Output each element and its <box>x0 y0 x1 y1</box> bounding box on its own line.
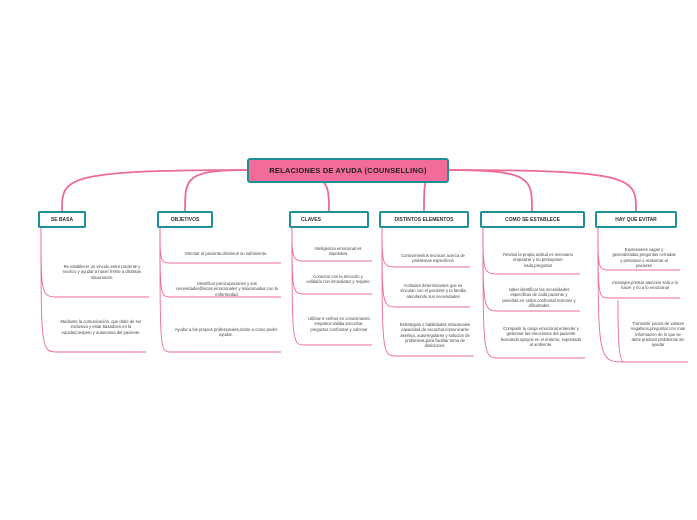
leaf-claves-3[interactable]: Utilizar 5 verbos en conocimiento empati… <box>308 316 370 332</box>
leaf-establece-2[interactable]: saber identificar las necesidades especi… <box>502 287 576 308</box>
leaf-elementos-2[interactable]: Actitudes determinantes que se vinculan … <box>400 283 466 299</box>
branch-objetivos[interactable]: OBJETIVOS <box>157 211 213 228</box>
leaf-evitar-2[interactable]: mensajes,prestar atencion sola a lo hace… <box>612 280 678 291</box>
branch-como-se-establece[interactable]: COMO SE ESTABLECE <box>480 211 585 228</box>
leaf-connector-hay-que-evitar-3 <box>597 227 688 363</box>
leaf-objetivos-2[interactable]: Identificar preocupaciones y sus necesid… <box>176 281 278 297</box>
leaf-connector-como-se-establece-3 <box>482 227 585 359</box>
leaf-evitar-1[interactable]: Expresiones vagas y generalizadas,pregun… <box>612 247 676 268</box>
connector-objetivos <box>184 169 250 212</box>
branch-distintos-elementos[interactable]: DISTINTOS ELEMENTOS <box>379 211 469 228</box>
leaf-connector-claves-3 <box>291 227 372 346</box>
leaf-evitar-3[interactable]: Transmitir juicios de valores negativos,… <box>630 321 685 348</box>
leaf-establece-3[interactable]: Compartir la carga emocional,entender y … <box>500 326 582 347</box>
root-topic[interactable]: RELACIONES DE AYUDA (COUNSELLING) <box>247 158 449 183</box>
leaf-elementos-3[interactable]: Estrategias o habilidades relacionales c… <box>399 322 471 349</box>
leaf-connector-distintos-elementos-3 <box>381 227 474 357</box>
leaf-claves-1[interactable]: Inteligencia emocional es impositiva <box>314 246 362 257</box>
leaf-objetivos-3[interactable]: Ayudar a los propios profesionales,sobre… <box>174 327 278 338</box>
branch-claves[interactable]: CLAVES <box>289 211 369 228</box>
connector-se-basa <box>61 169 250 212</box>
leaf-elementos-1[interactable]: Conocimientos tecnicos acerca de problem… <box>401 253 465 264</box>
leaf-connector-se-basa-2 <box>40 227 146 353</box>
leaf-connector-objetivos-3 <box>159 227 281 353</box>
leaf-claves-2[interactable]: Conectar con la emoción y validarla con … <box>306 274 370 285</box>
leaf-establece-1[interactable]: Revisar la propia actitud,es necesario e… <box>503 252 573 268</box>
leaf-connector-hay-que-evitar-sub <box>617 299 625 363</box>
connector-como-se-establece <box>446 169 533 212</box>
branch-hay-que-evitar[interactable]: HAY QUE EVITAR <box>595 211 677 228</box>
leaf-se-basa-1[interactable]: Re establecer un vinculo entre paciente … <box>63 264 141 280</box>
leaf-se-basa-2[interactable]: Mediante la comunicación, que debe de se… <box>60 319 142 335</box>
connector-hay-que-evitar <box>446 169 637 212</box>
leaf-objetivos-1[interactable]: Orientar al paciente,disminuir su sufrim… <box>184 251 268 256</box>
leaf-connector-se-basa-1 <box>40 227 149 298</box>
leaf-connector-objetivos-1 <box>159 227 281 264</box>
branch-se-basa[interactable]: SE BASA <box>38 211 86 228</box>
